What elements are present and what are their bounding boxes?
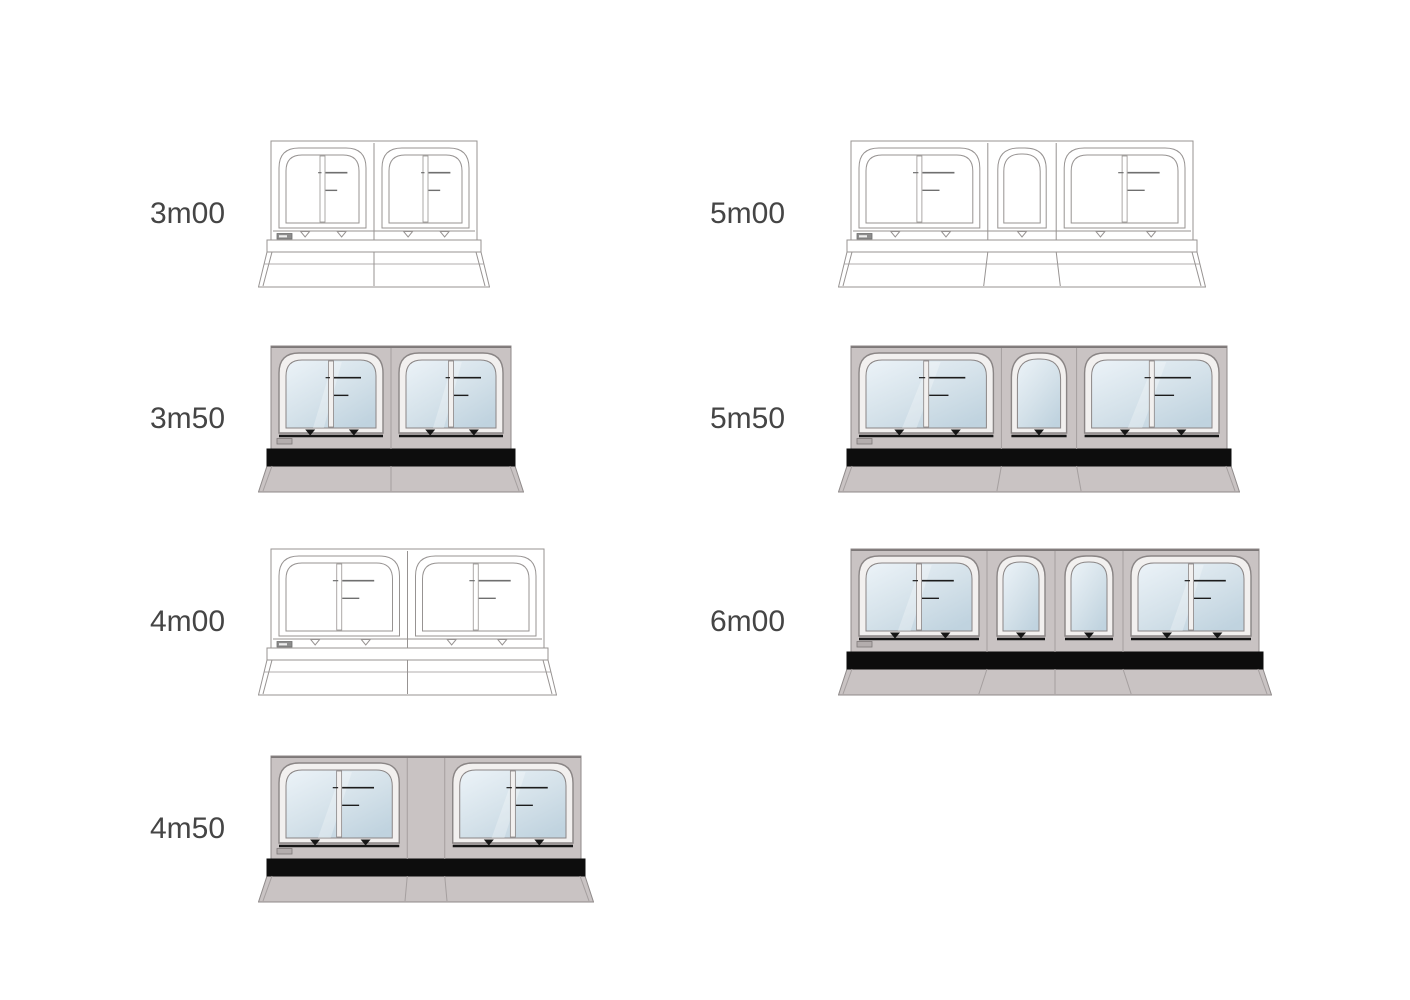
awning-3m50 — [258, 345, 524, 495]
awning-drawing-6m00 — [838, 548, 1272, 696]
awning-drawing-3m00 — [258, 140, 490, 288]
awning-5m50 — [838, 345, 1240, 495]
size-label-5m00: 5m00 — [709, 197, 785, 230]
awning-4m00 — [258, 548, 557, 698]
size-label-3m00: 3m00 — [149, 197, 225, 230]
size-label-6m00: 6m00 — [709, 605, 785, 638]
awning-drawing-5m50 — [838, 345, 1240, 493]
awning-drawing-3m50 — [258, 345, 524, 493]
awning-3m00 — [258, 140, 490, 290]
awning-4m50 — [258, 755, 594, 905]
awning-6m00 — [838, 548, 1272, 698]
awning-5m00 — [838, 140, 1206, 290]
size-label-4m50: 4m50 — [149, 812, 225, 845]
awning-drawing-5m00 — [838, 140, 1206, 288]
size-label-5m50: 5m50 — [709, 402, 785, 435]
size-label-4m00: 4m00 — [149, 605, 225, 638]
awning-drawing-4m00 — [258, 548, 557, 696]
awning-drawing-4m50 — [258, 755, 594, 903]
size-label-3m50: 3m50 — [149, 402, 225, 435]
